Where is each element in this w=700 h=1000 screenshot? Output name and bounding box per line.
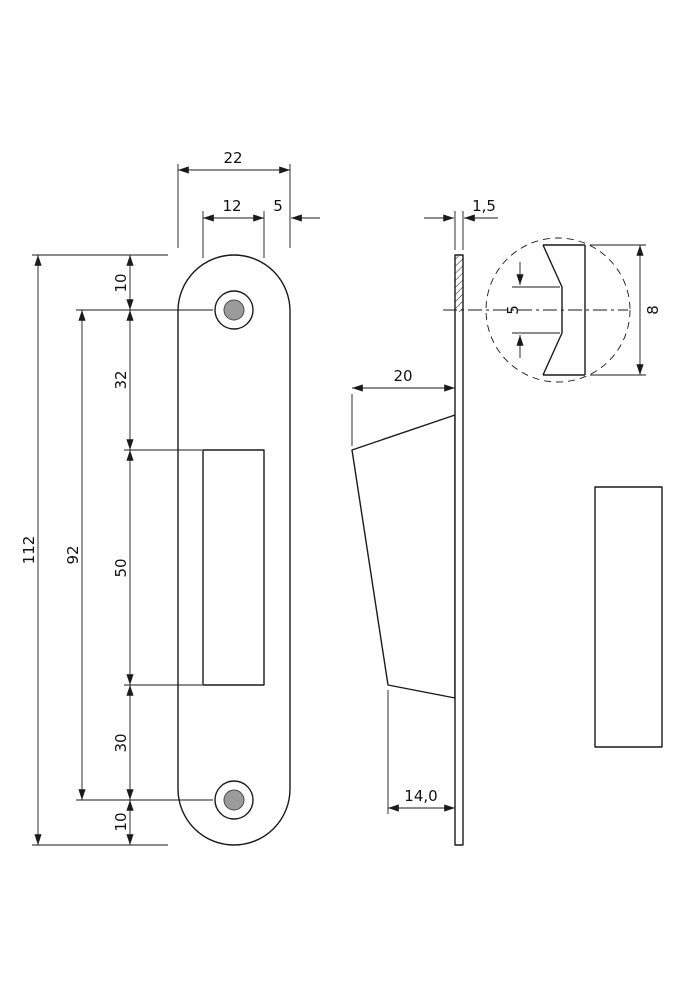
front-view (177, 254, 291, 846)
front-plate-outline (177, 254, 291, 846)
detail-circle (485, 237, 631, 383)
housing-side-view (594, 486, 663, 748)
dim-wedge-depth-bottom: 14,0 (404, 787, 437, 805)
detail-view (485, 237, 631, 383)
dim-side-offset: 5 (273, 197, 283, 215)
dim-overall-width: 22 (223, 149, 242, 167)
dim-hole-centers: 92 (64, 545, 82, 564)
countersink-profile (542, 244, 586, 376)
housing-outline (594, 486, 663, 748)
dim-top-to-hole: 10 (112, 273, 130, 292)
dim-cutout-to-hole: 30 (112, 733, 130, 752)
dimensions: 22 12 5 1,5 112 92 10 32 50 30 10 20 14,… (20, 149, 662, 846)
dim-hole-to-cutout: 32 (112, 370, 130, 389)
side-view (351, 254, 628, 846)
dim-wedge-depth-top: 20 (393, 367, 412, 385)
dim-countersink-diameter: 8 (644, 305, 662, 315)
dim-hole-diameter: 5 (504, 305, 522, 315)
side-plate-outline (454, 254, 464, 846)
wedge-profile (351, 414, 456, 699)
extension-lines (32, 164, 646, 846)
latch-cutout (202, 449, 265, 686)
dim-plate-thickness: 1,5 (472, 197, 496, 215)
dim-cutout-width: 12 (222, 197, 241, 215)
section-hatch (455, 256, 463, 312)
dim-hole-to-bottom: 10 (112, 812, 130, 831)
screw-hole-top (214, 290, 254, 330)
screw-hole-bottom-bore (223, 789, 245, 811)
screw-hole-bottom (214, 780, 254, 820)
screw-hole-top-bore (223, 299, 245, 321)
dim-cutout-height: 50 (112, 558, 130, 577)
dim-overall-height: 112 (20, 536, 38, 565)
